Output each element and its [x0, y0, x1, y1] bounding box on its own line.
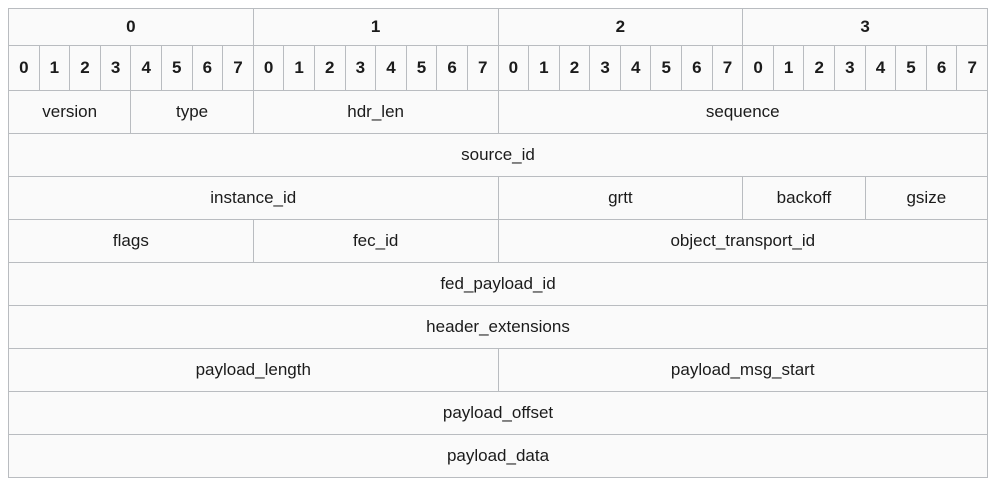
- field-version: version: [7, 90, 132, 134]
- bit-ruler-cell-24: 0: [742, 45, 774, 91]
- field-flags: flags: [8, 219, 254, 263]
- bit-ruler-cell-19: 3: [589, 45, 621, 91]
- bit-ruler-cell-13: 5: [405, 45, 438, 91]
- field-object-transport-id: object_transport_id: [497, 219, 988, 263]
- bit-ruler-cell-0: 0: [8, 45, 40, 91]
- bit-ruler-cell-25: 1: [772, 45, 805, 91]
- field-hdr-len: hdr_len: [252, 90, 499, 134]
- field-grtt: grtt: [497, 176, 744, 220]
- field-type: type: [130, 90, 254, 134]
- byte-ruler-cell-2: 2: [497, 8, 744, 46]
- bit-ruler-cell-6: 6: [191, 45, 224, 91]
- bit-ruler-cell-18: 2: [558, 45, 591, 91]
- bit-ruler-cell-4: 4: [130, 45, 162, 91]
- bit-ruler-cell-22: 6: [681, 45, 713, 91]
- field-header-extensions: header_extensions: [8, 305, 988, 349]
- bit-ruler-cell-2: 2: [69, 45, 101, 91]
- field-row: payload_data: [8, 434, 988, 478]
- bit-ruler-cell-31: 7: [956, 45, 988, 91]
- bit-ruler-cell-12: 4: [375, 45, 407, 91]
- field-fec-id: fec_id: [252, 219, 499, 263]
- field-row: fed_payload_id: [8, 262, 988, 306]
- field-backoff: backoff: [742, 176, 866, 220]
- field-source-id: source_id: [8, 133, 988, 177]
- bit-ruler-cell-30: 6: [925, 45, 958, 91]
- bit-ruler-cell-1: 1: [38, 45, 71, 91]
- field-payload-data: payload_data: [8, 434, 988, 478]
- bit-ruler-cell-10: 2: [313, 45, 346, 91]
- bit-ruler-cell-11: 3: [344, 45, 377, 91]
- bit-ruler-cell-26: 2: [803, 45, 836, 91]
- bit-ruler-cell-8: 0: [252, 45, 285, 91]
- bit-ruler-cell-16: 0: [497, 45, 530, 91]
- field-row: payload_offset: [8, 391, 988, 435]
- bit-ruler-cell-20: 4: [619, 45, 652, 91]
- bit-ruler-cell-17: 1: [528, 45, 560, 91]
- bit-ruler-cell-21: 5: [650, 45, 683, 91]
- field-row: header_extensions: [8, 305, 988, 349]
- byte-ruler-cell-0: 0: [8, 8, 254, 46]
- field-instance-id: instance_id: [8, 176, 499, 220]
- bit-ruler-cell-27: 3: [834, 45, 866, 91]
- bit-ruler-cell-7: 7: [222, 45, 254, 91]
- bit-ruler-cell-29: 5: [895, 45, 927, 91]
- byte-ruler-cell-3: 3: [742, 8, 988, 46]
- byte-ruler-cell-1: 1: [252, 8, 499, 46]
- field-payload-length: payload_length: [8, 348, 499, 392]
- bit-ruler-cell-23: 7: [711, 45, 744, 91]
- bit-ruler-cell-15: 7: [466, 45, 499, 91]
- field-sequence: sequence: [497, 90, 988, 134]
- field-payload-msg-start: payload_msg_start: [497, 348, 988, 392]
- bit-ruler-cell-28: 4: [864, 45, 897, 91]
- field-row: source_id: [8, 133, 988, 177]
- field-gsize: gsize: [864, 176, 989, 220]
- bit-ruler-cell-14: 6: [436, 45, 468, 91]
- field-payload-offset: payload_offset: [8, 391, 988, 435]
- bit-ruler-cell-9: 1: [283, 45, 315, 91]
- bit-ruler-cell-5: 5: [160, 45, 193, 91]
- field-fed-payload-id: fed_payload_id: [8, 262, 988, 306]
- bit-ruler-cell-3: 3: [99, 45, 132, 91]
